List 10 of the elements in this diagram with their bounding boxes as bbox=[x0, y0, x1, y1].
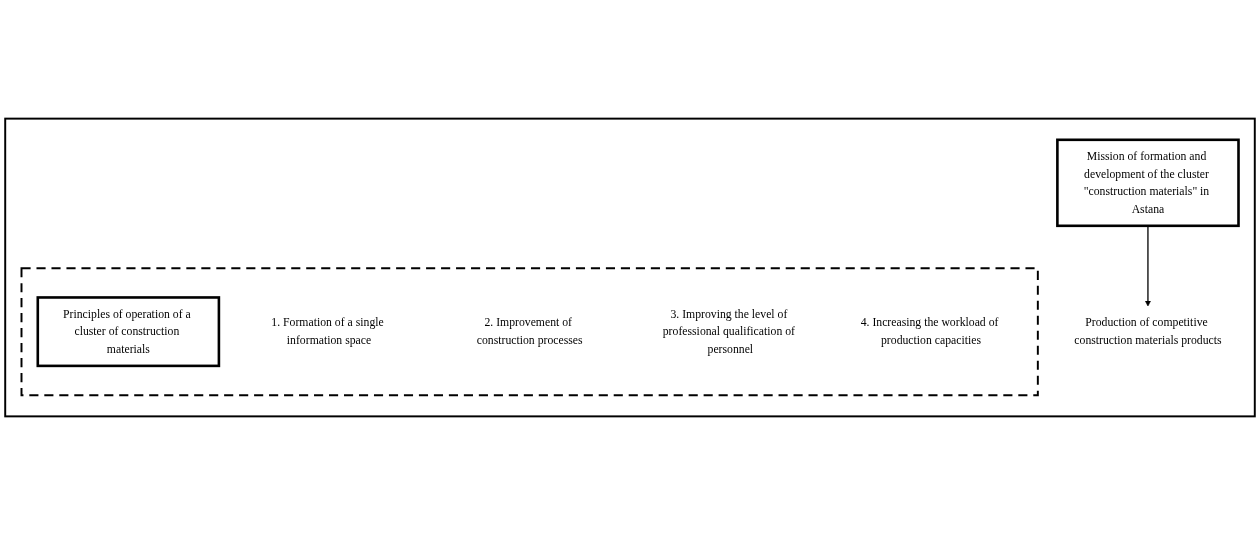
node-box: Principles of operation of a cluster of construction materials bbox=[36, 296, 221, 368]
node-box: Mission of formation and development of the cluster "construction materials" in Astana bbox=[1056, 138, 1240, 228]
node-text: 2. Improvement of construction processes bbox=[476, 316, 583, 347]
cluster bbox=[20, 267, 1039, 397]
node-text: Production of competitive construction materials products bbox=[1074, 316, 1222, 347]
node-text: 1. Formation of a single information space bbox=[271, 316, 384, 347]
cluster bbox=[4, 117, 1256, 418]
node-text: 4. Increasing the workload of production capacities bbox=[860, 316, 999, 347]
node-text: 3. Improving the level of professional qualification of personnel bbox=[662, 307, 795, 356]
arrow bbox=[1145, 225, 1151, 307]
